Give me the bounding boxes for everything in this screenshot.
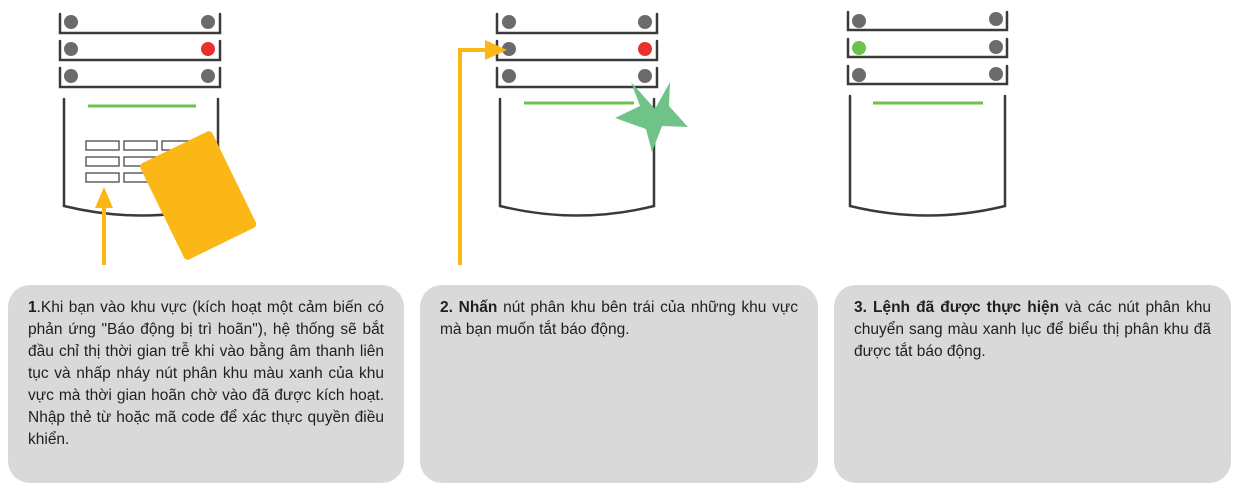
button-right-1[interactable]	[201, 15, 215, 29]
arrow-up-icon	[95, 187, 113, 265]
step-card-1: 1.Khi bạn vào khu vực (kích hoạt một cảm…	[8, 285, 404, 483]
step-2-text: nút phân khu bên trái của những khu vực …	[440, 299, 799, 338]
button-right-1[interactable]	[989, 12, 1003, 26]
step-2-bold: 2. Nhấn	[440, 299, 498, 316]
button-left-1[interactable]	[64, 15, 78, 29]
illustration-canvas	[58, 10, 1009, 265]
button-left-3[interactable]	[502, 69, 516, 83]
partition-buttons	[852, 12, 1003, 82]
button-left-2[interactable]	[64, 42, 78, 56]
step-3-text: và các nút phân khu chuyển sang màu xanh…	[854, 299, 1211, 360]
button-left-1[interactable]	[852, 14, 866, 28]
keypad-panel-3	[846, 10, 1009, 217]
button-right-2[interactable]	[989, 40, 1003, 54]
button-right-3[interactable]	[201, 69, 215, 83]
button-right-3[interactable]	[638, 69, 652, 83]
led-red-indicator[interactable]	[638, 42, 652, 56]
keypad-panel-1	[58, 12, 257, 265]
button-left-1[interactable]	[502, 15, 516, 29]
step-3-bold: 3. Lệnh đã được thực hiện	[854, 299, 1060, 316]
led-green-indicator[interactable]	[852, 41, 866, 55]
step-1-bold: 1	[28, 299, 37, 316]
step-1-text: .Khi bạn vào khu vực (kích hoạt một cảm …	[28, 299, 384, 448]
rfid-card-icon	[140, 131, 257, 260]
keypad-panel-2	[458, 12, 688, 265]
led-red-indicator[interactable]	[201, 42, 215, 56]
button-right-1[interactable]	[638, 15, 652, 29]
step-card-2: 2. Nhấn nút phân khu bên trái của những …	[420, 285, 818, 483]
partition-buttons	[64, 15, 215, 83]
step-card-3: 3. Lệnh đã được thực hiện và các nút phâ…	[834, 285, 1231, 483]
button-left-3[interactable]	[852, 68, 866, 82]
button-left-3[interactable]	[64, 69, 78, 83]
button-left-2[interactable]	[502, 42, 516, 56]
button-right-3[interactable]	[989, 67, 1003, 81]
partition-buttons	[502, 15, 652, 83]
arrow-elbow-icon	[458, 40, 507, 265]
press-burst-icon	[615, 82, 688, 152]
